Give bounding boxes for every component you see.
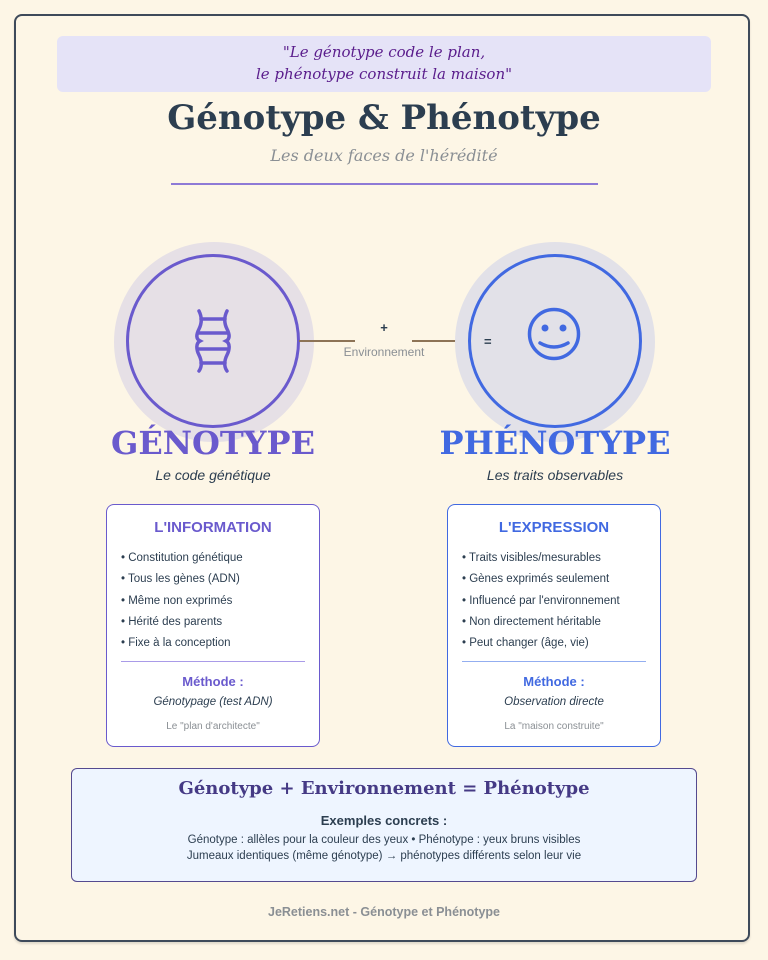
formula-equation: Génotype + Environnement = Phénotype	[178, 778, 590, 799]
phenotype-card: L'EXPRESSION • Traits visibles/mesurable…	[447, 504, 661, 747]
card-note: Le "plan d'architecte"	[166, 721, 260, 733]
list-item: • Gènes exprimés seulement	[462, 573, 610, 586]
quote-line-2: le phénotype construit la maison"	[255, 65, 513, 83]
page-subtitle: Les deux faces de l'hérédité	[270, 146, 498, 165]
list-item: • Influencé par l'environnement	[462, 594, 620, 607]
plus-sign: +	[380, 320, 388, 335]
phenotype-label: PHÉNOTYPE	[439, 424, 671, 462]
method-label: Méthode :	[523, 674, 585, 690]
method-value: Génotypage (test ADN)	[153, 696, 273, 709]
genotype-card: L'INFORMATION • Constitution génétique •…	[106, 504, 320, 747]
card-list: • Constitution génétique • Tous les gène…	[107, 548, 319, 654]
genotype-label: GÉNOTYPE	[111, 424, 315, 462]
list-item: • Peut changer (âge, vie)	[462, 637, 589, 650]
title-divider	[171, 183, 598, 185]
connector-line	[299, 340, 355, 342]
example-line: Jumeaux identiques (même génotype) → phé…	[186, 850, 582, 862]
method-label: Méthode :	[182, 674, 244, 690]
card-title: L'INFORMATION	[154, 519, 272, 536]
card-list: • Traits visibles/mesurables • Gènes exp…	[448, 548, 660, 654]
genotype-caption: Le code génétique	[155, 467, 271, 483]
list-item: • Constitution génétique	[121, 552, 243, 564]
list-item: • Non directement héritable	[462, 615, 601, 628]
phenotype-caption: Les traits observables	[486, 467, 624, 483]
smiley-face-icon	[527, 307, 581, 361]
equals-sign: =	[484, 334, 492, 349]
quote-banner: "Le génotype code le plan, le phénotype …	[57, 36, 711, 92]
list-item: • Fixe à la conception	[121, 637, 231, 650]
genotype-circle	[126, 254, 300, 428]
list-item: • Hérité des parents	[121, 615, 223, 628]
formula-box: Génotype + Environnement = Phénotype Exe…	[71, 768, 697, 882]
example-line: Génotype : allèles pour la couleur des y…	[187, 834, 581, 846]
list-item: • Même non exprimés	[121, 594, 233, 607]
examples-title: Exemples concrets :	[320, 813, 448, 828]
card-title: L'EXPRESSION	[498, 519, 610, 536]
list-item: • Traits visibles/mesurables	[462, 552, 601, 564]
card-note: La "maison construite"	[504, 721, 604, 733]
page-title: Génotype & Phénotype	[167, 98, 601, 138]
list-item: • Tous les gènes (ADN)	[121, 573, 240, 586]
connector-line-arrow	[412, 340, 462, 342]
page-frame	[14, 14, 750, 942]
footer-credit: JeRetiens.net - Génotype et Phénotype	[268, 905, 500, 919]
quote-line-1: "Le génotype code le plan,	[282, 43, 486, 61]
environment-label: Environnement	[343, 345, 425, 359]
phenotype-circle	[468, 254, 642, 428]
method-value: Observation directe	[504, 696, 604, 709]
card-divider	[121, 661, 305, 663]
dna-icon	[195, 309, 231, 373]
card-divider	[462, 661, 646, 663]
